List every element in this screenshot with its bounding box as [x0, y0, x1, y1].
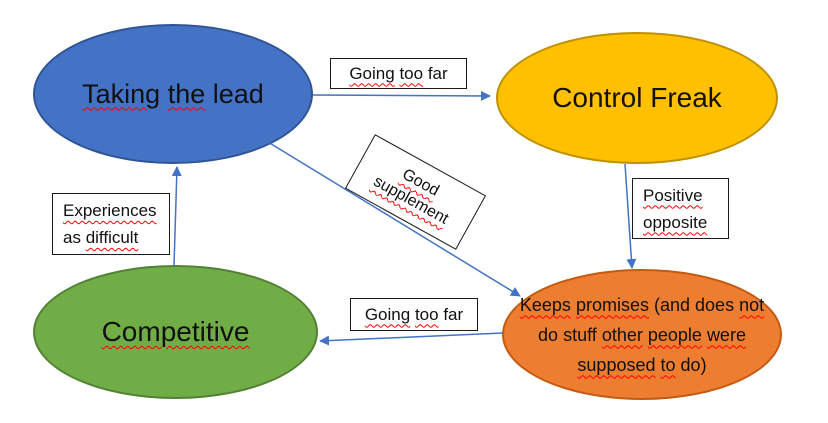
node-taking-the-lead[interactable]: Taking the lead [33, 24, 313, 164]
word-text: not [739, 294, 765, 315]
word-text: far [427, 63, 448, 83]
text-line: Competitive [102, 316, 250, 348]
word-text: too [414, 304, 439, 324]
node-competitive[interactable]: Competitive [33, 265, 318, 399]
word-text: Experiences [63, 201, 157, 220]
word-text: promises [575, 294, 649, 315]
word-text: supposed [577, 354, 656, 375]
text-line: Keeps promises (and does not [520, 290, 764, 320]
word-text: too [399, 63, 424, 83]
text-line: Going too far [365, 305, 463, 325]
word-text: opposite [643, 212, 708, 232]
arrow-taking-to-control[interactable] [312, 90, 491, 101]
word-text: Going [364, 304, 411, 324]
label-experiences-as-difficult[interactable]: Experiences as difficult [52, 193, 170, 255]
text-line: as difficult [63, 224, 169, 251]
text-line: Taking the lead [82, 79, 264, 110]
text-line: supposed to do) [577, 350, 706, 380]
label-going-too-far-top[interactable]: Going too far [330, 58, 467, 89]
text-line: opposite [643, 209, 728, 236]
word-text: as [63, 228, 81, 247]
word-text: other [601, 324, 643, 345]
word-text: Going [349, 63, 395, 83]
word-text: lead [212, 78, 264, 109]
word-text: do) [680, 354, 707, 375]
arrow-keeps-to-competitive[interactable] [319, 332, 504, 346]
arrow-competitive-to-taking[interactable] [171, 166, 182, 267]
word-text: Competitive [101, 316, 250, 347]
text-line: do stuff other people were [538, 320, 746, 350]
word-text: Taking [82, 78, 161, 109]
word-text: the [167, 78, 206, 109]
text-line: Positive [643, 182, 728, 209]
label-going-too-far-bottom[interactable]: Going too far [350, 298, 478, 331]
word-text: to [660, 354, 676, 375]
word-text: do [538, 324, 559, 345]
word-text: Freak [650, 82, 722, 113]
word-text: far [443, 304, 464, 324]
word-text: Control [552, 82, 643, 113]
word-text: Keeps [519, 294, 571, 315]
word-text: people [647, 324, 702, 345]
word-text: Positive [643, 185, 703, 205]
text-line: Going too far [349, 64, 447, 84]
node-control-freak[interactable]: Control Freak [496, 32, 778, 164]
label-positive-opposite[interactable]: Positive opposite [632, 178, 729, 239]
arrow-control-to-keeps[interactable] [624, 163, 637, 269]
word-text: does [695, 294, 735, 315]
word-text: difficult [85, 228, 139, 247]
word-text: (and [653, 294, 691, 315]
word-text: were [706, 324, 746, 345]
word-text: stuff [563, 324, 597, 345]
text-line: Experiences [63, 197, 169, 224]
text-line: Control Freak [552, 82, 722, 114]
